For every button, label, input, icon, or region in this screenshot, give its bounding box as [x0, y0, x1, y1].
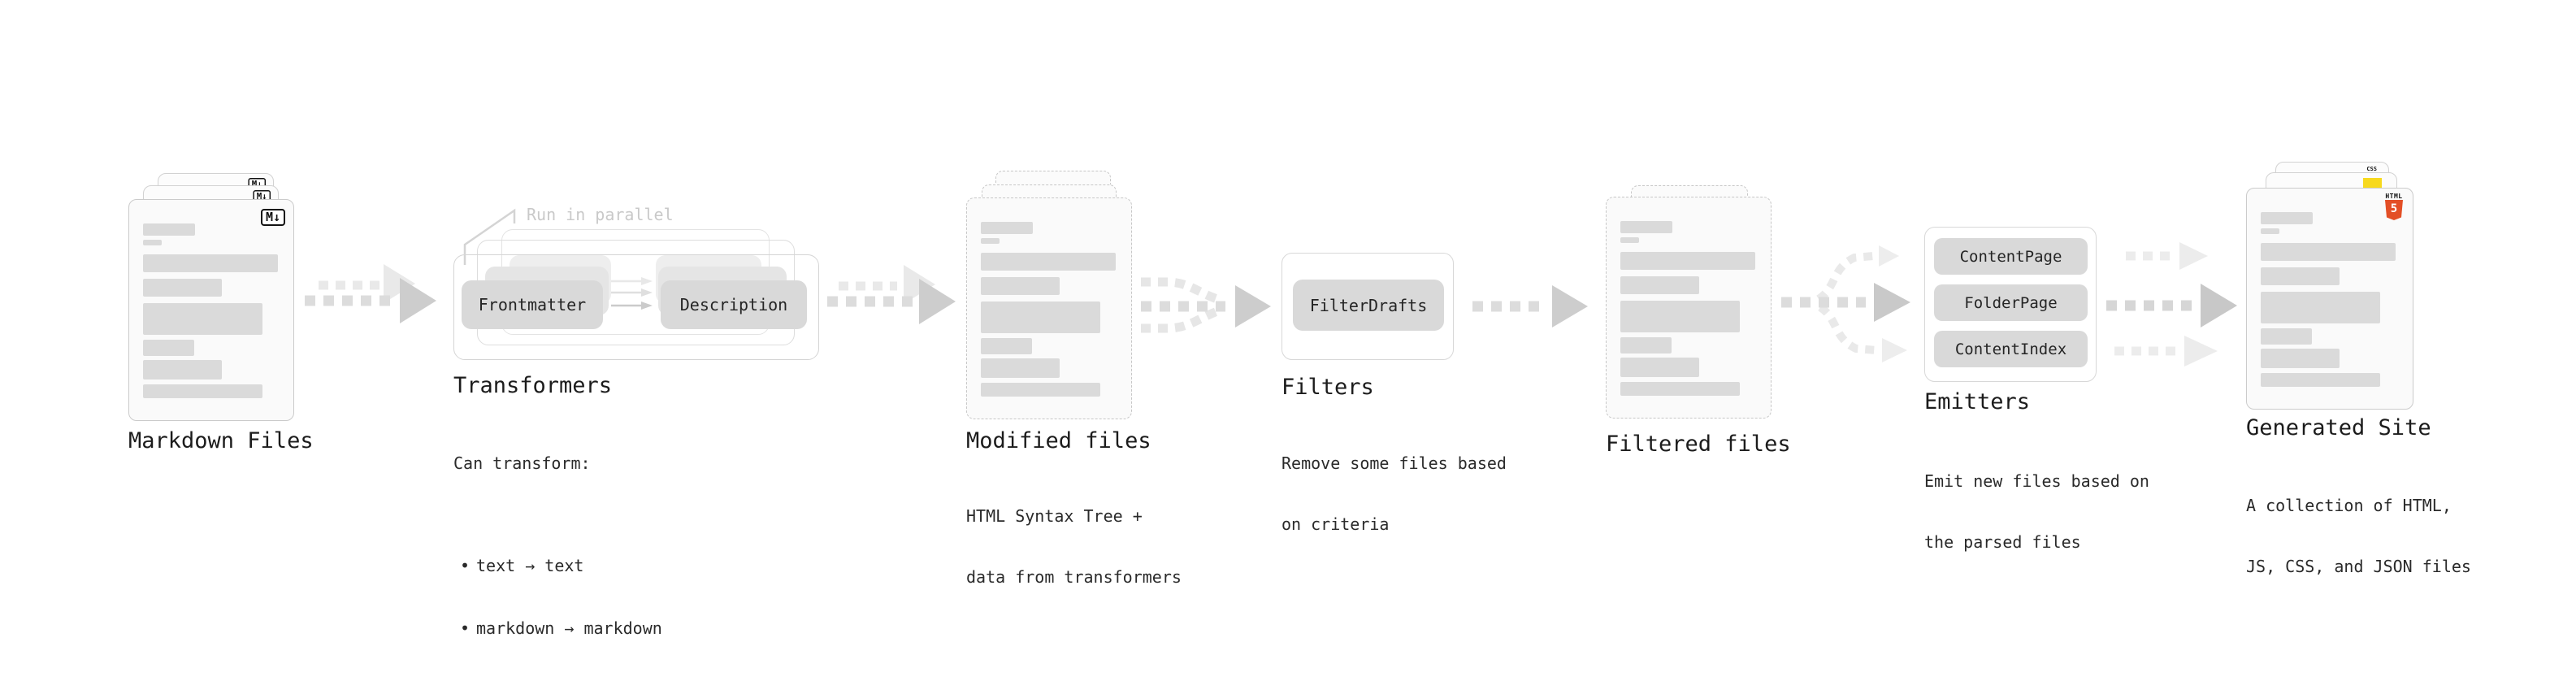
text-placeholder-bar	[2261, 212, 2313, 224]
text-placeholder-bar	[1620, 276, 1699, 294]
contentpage-pill: ContentPage	[1934, 238, 2088, 275]
arrow-filtered-to-emitters-fanout	[1781, 245, 1910, 362]
html5-icon: HTML 5	[2384, 193, 2404, 220]
description-line: data from transformers	[966, 567, 1182, 587]
generated-file-card-front: HTML 5	[2246, 188, 2413, 410]
text-placeholder-bar	[981, 222, 1033, 234]
description-pill-label: Description	[679, 295, 788, 314]
contentpage-pill-label: ContentPage	[1959, 247, 2062, 266]
arrow-markdown-to-transformers	[305, 264, 436, 323]
html5-word: HTML	[2385, 193, 2403, 200]
html5-shield: 5	[2385, 200, 2403, 220]
text-placeholder-bar	[1620, 337, 1672, 354]
js-icon	[2363, 178, 2382, 189]
text-placeholder-bar	[2261, 292, 2380, 323]
text-placeholder-bar	[2261, 228, 2279, 234]
text-placeholder-bar	[981, 253, 1116, 271]
frontmatter-pill: Frontmatter	[462, 280, 603, 329]
text-placeholder-bar	[1620, 301, 1740, 332]
transformers-title: Transformers	[453, 373, 613, 398]
transformer-box-front	[453, 254, 819, 360]
text-placeholder-bar	[981, 358, 1060, 378]
text-placeholder-bar	[1620, 382, 1740, 396]
text-placeholder-bar	[981, 338, 1032, 354]
transformers-description: Can transform: text → text markdown → ma…	[453, 413, 662, 681]
modified-files-description: HTML Syntax Tree + data from transformer…	[966, 466, 1182, 628]
filterdrafts-pill-label: FilterDrafts	[1309, 295, 1428, 315]
arrow-modified-to-filters-merge	[1141, 277, 1271, 333]
markdown-icon: M↓	[260, 209, 285, 226]
filterdrafts-pill: FilterDrafts	[1293, 280, 1444, 331]
text-placeholder-bar	[2261, 373, 2380, 387]
frontmatter-pill-label: Frontmatter	[478, 295, 587, 314]
text-placeholder-bar	[1620, 252, 1755, 270]
contentindex-pill-label: ContentIndex	[1954, 340, 2067, 358]
description-line: A collection of HTML,	[2246, 496, 2452, 515]
markdown-files-label: Markdown Files	[128, 428, 314, 453]
generated-site-label: Generated Site	[2246, 415, 2431, 440]
text-placeholder-bar	[143, 223, 195, 236]
filtered-file-card-front	[1606, 197, 1772, 419]
description-line: Emit new files based on	[1924, 471, 2149, 491]
modified-files-label: Modified files	[966, 428, 1151, 453]
arrow-emitters-to-generated	[2106, 242, 2237, 367]
text-placeholder-bar	[981, 301, 1100, 333]
markdown-files-stack: M↓ M↓ M↓	[128, 173, 294, 425]
text-placeholder-bar	[143, 240, 162, 245]
generated-site-description: A collection of HTML, JS, CSS, and JSON …	[2246, 455, 2471, 618]
bullet-item: text → text	[453, 555, 662, 577]
modified-file-card-front	[966, 197, 1132, 419]
description-line: JS, CSS, and JSON files	[2246, 557, 2471, 576]
transformers-group: Frontmatter Description	[453, 229, 819, 360]
text-placeholder-bar	[1620, 221, 1672, 233]
text-placeholder-bar	[143, 360, 222, 380]
run-in-parallel-callout: Run in parallel	[527, 205, 674, 224]
text-placeholder-bar	[2261, 243, 2396, 261]
text-placeholder-bar	[2261, 349, 2340, 368]
folderpage-pill: FolderPage	[1934, 284, 2088, 321]
markdown-file-card-front: M↓	[128, 199, 294, 421]
description-line: the parsed files	[1924, 532, 2081, 552]
transformers-subtitle: Can transform:	[453, 453, 591, 473]
text-placeholder-bar	[143, 303, 262, 335]
transformers-bullet-list: text → text markdown → markdown html → h…	[453, 514, 662, 681]
text-placeholder-bar	[143, 254, 278, 272]
arrow-filters-to-filtered	[1472, 285, 1588, 327]
text-placeholder-bar	[1620, 237, 1639, 243]
description-line: on criteria	[1281, 514, 1390, 534]
bullet-item: markdown → markdown	[453, 618, 662, 640]
arrow-transformers-to-modified	[827, 265, 956, 324]
text-placeholder-bar	[143, 340, 194, 356]
text-placeholder-bar	[2261, 328, 2312, 345]
text-placeholder-bar	[981, 277, 1060, 295]
text-placeholder-bar	[2261, 267, 2340, 285]
emitters-box: ContentPage FolderPage ContentIndex	[1924, 227, 2097, 382]
emitters-description: Emit new files based on the parsed files	[1924, 431, 2149, 593]
emitters-title: Emitters	[1924, 389, 2031, 414]
filtered-files-stack	[1606, 185, 1772, 429]
filters-title: Filters	[1281, 375, 1374, 400]
description-line: HTML Syntax Tree +	[966, 506, 1143, 526]
text-placeholder-bar	[143, 384, 262, 398]
description-line: Remove some files based	[1281, 453, 1507, 473]
description-pill: Description	[661, 280, 807, 329]
filtered-files-label: Filtered files	[1606, 432, 1791, 457]
generated-site-stack: CSS HTML 5	[2246, 162, 2413, 414]
filters-box: FilterDrafts	[1281, 253, 1454, 360]
text-placeholder-bar	[981, 383, 1100, 397]
text-placeholder-bar	[981, 238, 1000, 244]
contentindex-pill: ContentIndex	[1934, 331, 2088, 367]
folderpage-pill-label: FolderPage	[1964, 293, 2058, 312]
modified-files-stack	[966, 171, 1132, 423]
text-placeholder-bar	[1620, 358, 1699, 377]
filters-description: Remove some files based on criteria	[1281, 413, 1507, 575]
text-placeholder-bar	[143, 279, 222, 297]
